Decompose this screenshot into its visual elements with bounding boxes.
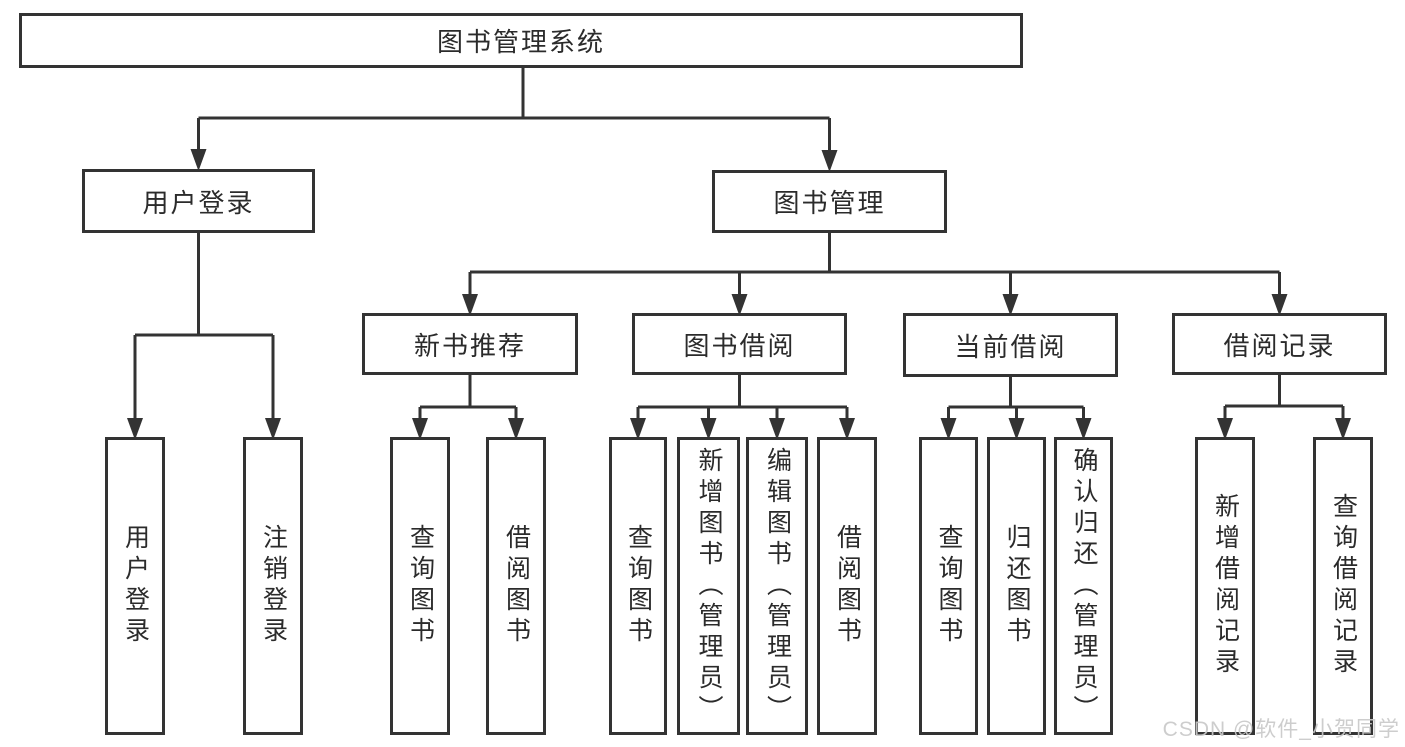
node-label: 图书管理 [773,188,886,218]
node-current-borrowing: 当前借阅 [903,313,1118,377]
leaf-label: 查询图书 [406,524,435,648]
leaf-query-books-recommend: 查询图书 [390,437,450,735]
leaf-query-books-borrowing: 查询图书 [609,437,667,735]
node-book-management: 图书管理 [712,170,947,233]
node-label: 当前借阅 [954,331,1067,362]
leaf-label: 确认归还（管理员） [1070,446,1098,726]
leaf-label: 查询借阅记录 [1329,493,1358,679]
leaf-return-books: 归还图书 [987,437,1046,735]
leaf-label: 新增图书（管理员） [695,446,723,726]
node-user-login: 用户登录 [82,169,315,233]
node-book-borrowing: 图书借阅 [632,313,847,375]
leaf-label: 查询图书 [935,524,963,648]
arrowheads [127,149,1351,440]
leaf-confirm-return-admin: 确认归还（管理员） [1054,437,1113,735]
leaf-label: 借阅图书 [502,524,531,648]
leaf-label: 查询图书 [624,524,653,648]
leaf-query-books-current: 查询图书 [919,437,978,735]
leaf-label: 借阅图书 [833,524,862,648]
node-library-management-system: 图书管理系统 [19,13,1023,68]
leaf-label: 新增借阅记录 [1211,493,1240,679]
leaf-user-login: 用户登录 [105,437,165,735]
node-label: 借阅记录 [1223,330,1336,361]
node-label: 图书借阅 [683,330,796,361]
leaf-add-book-admin: 新增图书（管理员） [677,437,740,735]
leaf-borrow-books: 借阅图书 [817,437,877,735]
leaf-logout: 注销登录 [243,437,303,735]
csdn-watermark: CSDN @软件_小贺同学 [1162,718,1400,741]
leaf-label: 归还图书 [1003,524,1031,648]
leaf-borrow-books-recommend: 借阅图书 [486,437,546,735]
node-borrowing-records: 借阅记录 [1172,313,1387,375]
node-label: 图书管理系统 [436,27,605,57]
leaf-label: 注销登录 [259,524,288,648]
leaf-label: 编辑图书（管理员） [763,446,792,726]
node-new-book-recommendation: 新书推荐 [362,313,578,375]
leaf-edit-book-admin: 编辑图书（管理员） [746,437,808,735]
leaf-query-borrow-record: 查询借阅记录 [1313,437,1373,735]
node-label: 用户登录 [142,187,255,218]
leaf-add-borrow-record: 新增借阅记录 [1195,437,1255,735]
node-label: 新书推荐 [413,330,526,361]
leaf-label: 用户登录 [121,524,150,648]
